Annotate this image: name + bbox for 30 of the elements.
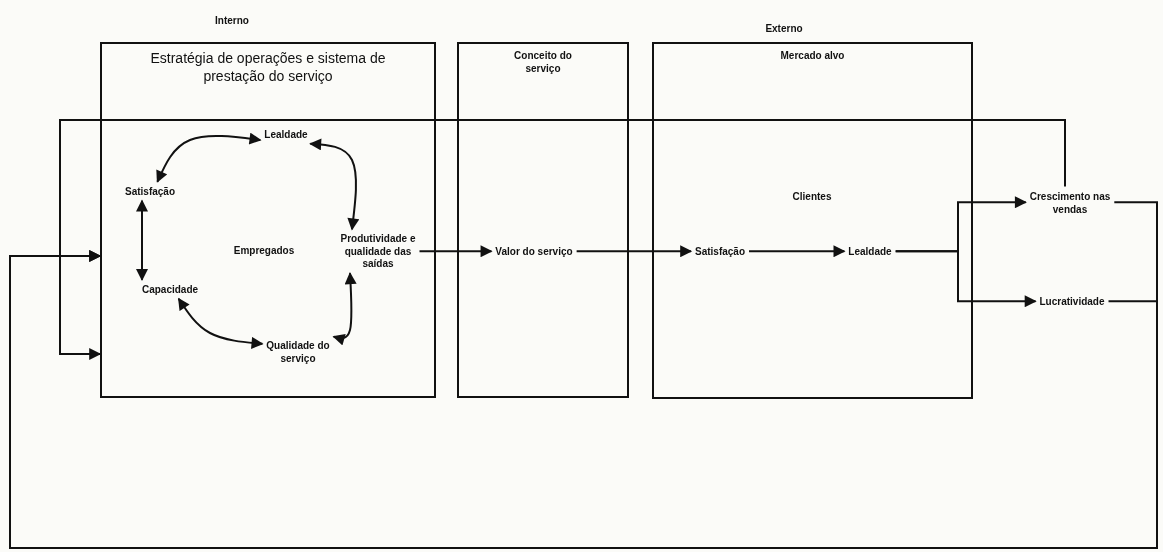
arrow	[156, 132, 262, 183]
node-label: Valor do serviço	[494, 245, 574, 259]
annotation-text: Interno	[215, 14, 249, 26]
panel-heading: Mercado alvo	[779, 50, 846, 63]
panel-heading: Estratégia de operações e sistema de prestação do serviço	[149, 50, 387, 85]
panel	[457, 42, 629, 398]
arrow	[136, 199, 148, 281]
arrow	[59, 119, 1066, 360]
arrow	[309, 138, 360, 231]
arrow	[894, 250, 1037, 308]
arrow	[575, 245, 693, 258]
annotation-text: Externo	[765, 22, 803, 34]
arrow	[418, 245, 493, 258]
annotation-text: Clientes	[792, 190, 832, 202]
node-label: Crescimento nas vendas	[1028, 190, 1112, 216]
arrow	[748, 245, 846, 258]
node-label: Qualidade do serviço	[265, 339, 331, 365]
annotation-text: Empregados	[233, 244, 295, 256]
panel-heading: Conceito do serviço	[513, 50, 573, 75]
node-label: Capacidade	[140, 283, 200, 297]
node-label: Lealdade	[847, 245, 893, 259]
arrow	[332, 272, 357, 346]
node-label: Satisfação	[124, 185, 176, 199]
panel	[100, 42, 436, 398]
node-label: Lealdade	[263, 128, 309, 142]
node-label: Produtividade e qualidade das saídas	[340, 233, 416, 271]
panel	[652, 42, 973, 399]
node-label: Lucratividade	[1038, 295, 1106, 309]
node-label: Satisfação	[694, 245, 746, 259]
arrow	[177, 297, 264, 349]
